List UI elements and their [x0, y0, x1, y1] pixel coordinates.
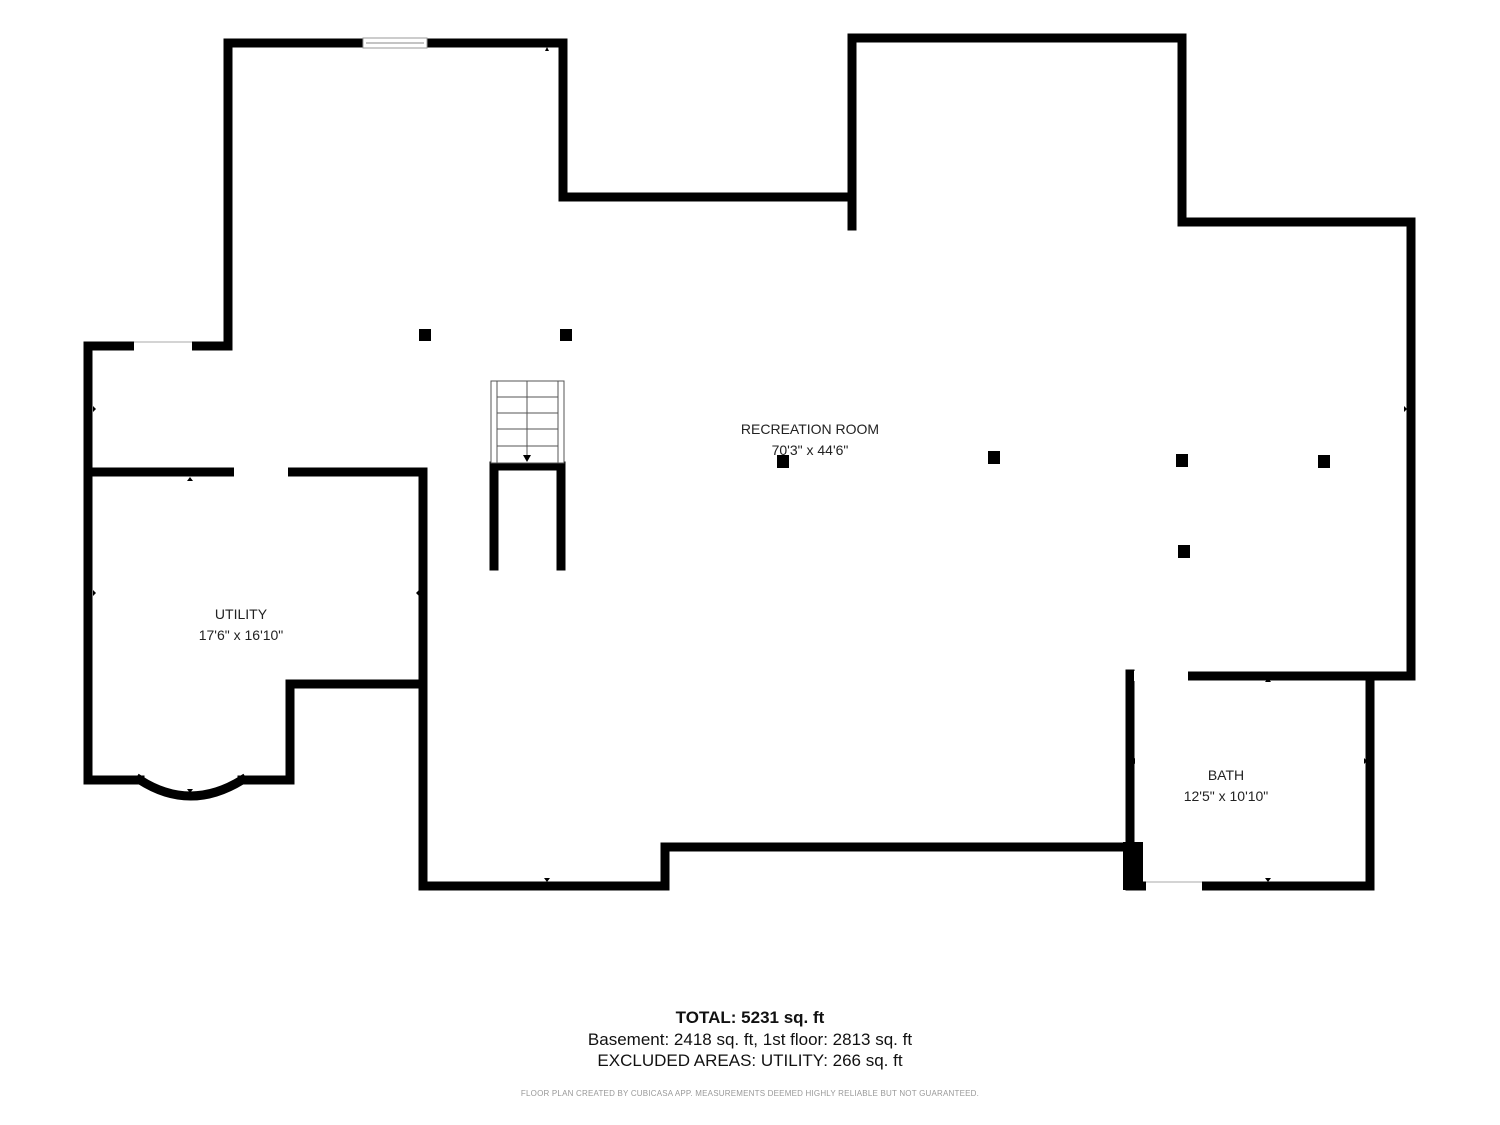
wall-pillar-bath [1123, 842, 1143, 890]
opening-utility-door [234, 467, 288, 477]
exterior-walls [83, 33, 1416, 891]
wall-bath [1125, 669, 1375, 891]
wall-left-upper [83, 341, 233, 477]
wall-utility-top [83, 467, 428, 687]
wall-utility-left [83, 467, 145, 785]
room-label-recreation: RECREATION ROOM 70'3" x 44'6" [741, 419, 879, 461]
room-dimensions: 12'5" x 10'10" [1183, 788, 1269, 804]
room-dimensions: 70'3" x 44'6" [771, 442, 849, 458]
columns [419, 329, 1330, 558]
opening-bath-bottom [1146, 881, 1202, 891]
room-name: UTILITY [214, 606, 268, 622]
room-dimensions: 17'6" x 16'10" [198, 627, 284, 643]
room-label-bath: BATH 12'5" x 10'10" [1184, 765, 1269, 807]
wall-top-left-wing [223, 38, 857, 351]
wall-utility-bay [133, 773, 249, 801]
excluded-areas: EXCLUDED AREAS: UTILITY: 266 sq. ft [597, 1051, 903, 1070]
opening-bath-door [1134, 671, 1188, 681]
room-name: BATH [1207, 767, 1245, 783]
total-area: TOTAL: 5231 sq. ft [0, 1008, 1500, 1028]
wall-markers [93, 47, 1407, 882]
opening-left-upper [134, 341, 192, 351]
stair-arrow-icon [523, 455, 531, 462]
wall-utility-bottom [237, 679, 1135, 891]
wall-top-right-wing [847, 33, 1416, 681]
area-breakdown: Basement: 2418 sq. ft, 1st floor: 2813 s… [587, 1030, 913, 1049]
room-label-utility: UTILITY 17'6" x 16'10" [199, 604, 284, 646]
disclaimer-text: FLOOR PLAN CREATED BY CUBICASA APP. MEAS… [520, 1089, 980, 1098]
staircase [490, 380, 565, 464]
total-value: 5231 sq. ft [741, 1008, 825, 1027]
room-name: RECREATION ROOM [740, 421, 880, 437]
total-label: TOTAL: [675, 1008, 737, 1027]
